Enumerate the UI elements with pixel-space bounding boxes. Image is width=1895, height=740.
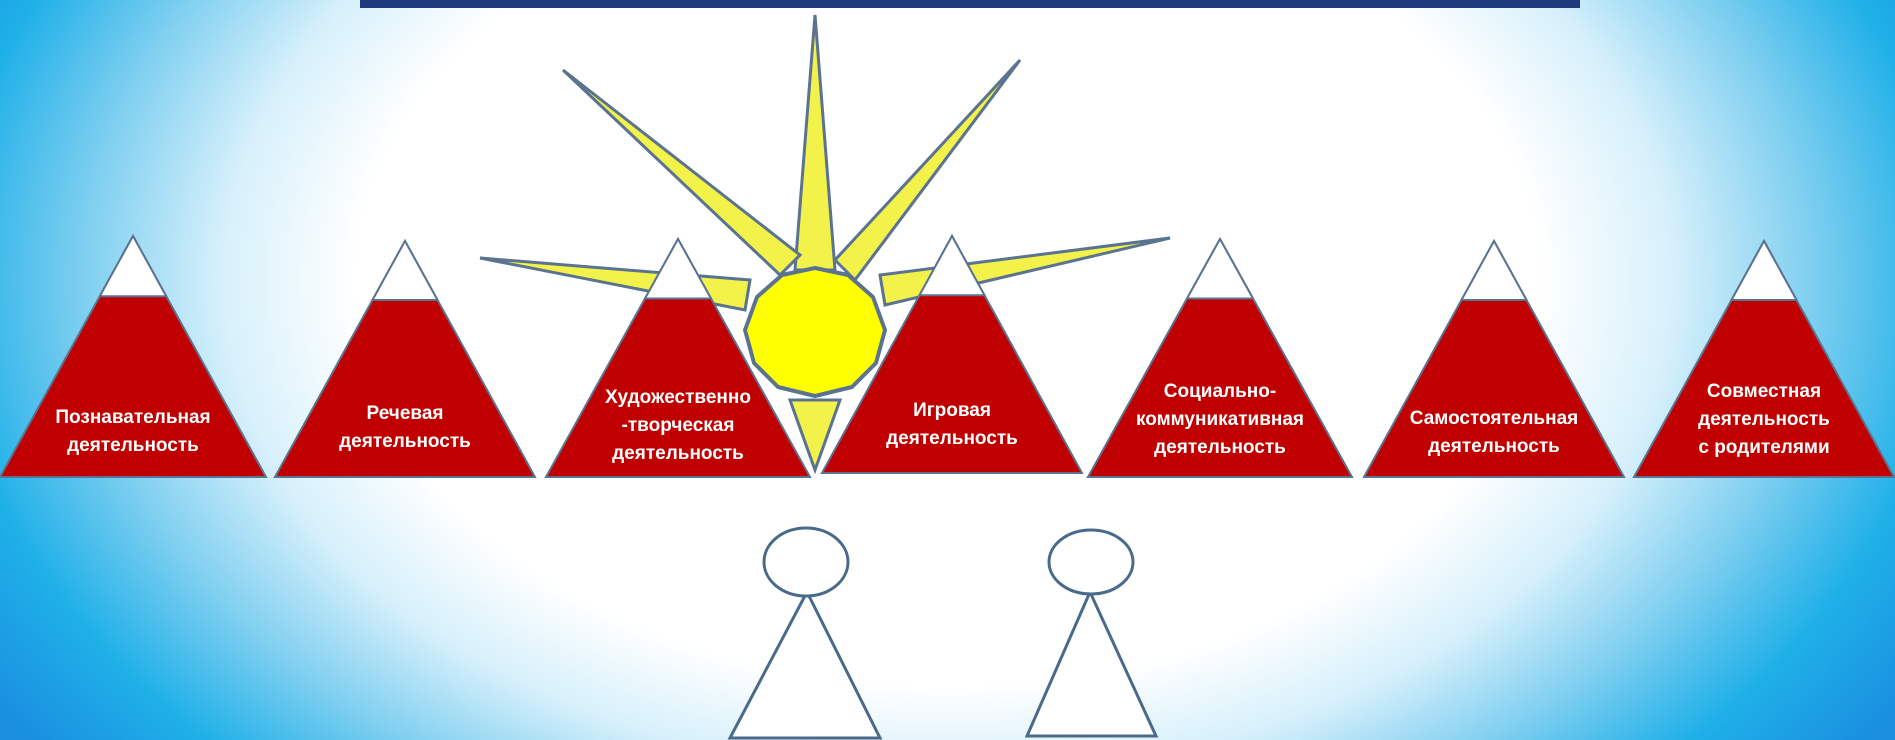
sun-icon — [479, 14, 1171, 475]
activity-peak — [1362, 238, 1626, 478]
peak-body — [0, 233, 268, 478]
person-right-body — [1024, 588, 1159, 738]
sun-ray-top — [793, 14, 837, 272]
peak-body — [1086, 236, 1354, 478]
activity-label: Художественно -творческая деятельность — [605, 387, 751, 464]
sun-ray-upper-right — [832, 58, 1022, 283]
cropped-title-fragment — [360, 0, 1580, 8]
activity-label: Самостоятельная деятельность — [1409, 408, 1579, 457]
person-left-head — [762, 526, 850, 598]
activity-peak — [1086, 236, 1354, 478]
activity-label: Совместная деятельность с родителями — [1698, 381, 1830, 458]
activity-label: Социально- коммуникативная деятельность — [1135, 381, 1305, 458]
activity-peak — [1632, 238, 1895, 478]
peak-body — [544, 236, 812, 478]
activity-label: Игровая деятельность — [886, 400, 1018, 449]
activity-peak — [544, 236, 812, 478]
person-right-head — [1047, 528, 1135, 596]
activity-peak — [0, 233, 268, 478]
peak-snow-cap — [1459, 238, 1529, 301]
peak-snow-cap — [98, 233, 168, 298]
peak-snow-cap — [917, 233, 987, 297]
peak-body — [1362, 238, 1626, 478]
peak-body — [820, 233, 1084, 474]
activity-peak — [820, 233, 1084, 474]
activity-label: Познавательная деятельность — [55, 407, 211, 456]
person-left-body — [727, 588, 883, 740]
sun-rays — [479, 14, 1171, 475]
peak-snow-cap — [643, 236, 713, 300]
person-figure-icon — [727, 526, 883, 740]
sun-ray-bottom — [787, 398, 843, 475]
activity-peaks — [0, 233, 1895, 478]
sun-ray-upper-left — [561, 68, 803, 278]
peak-body — [1632, 238, 1895, 478]
peak-snow-cap — [1185, 236, 1255, 300]
person-figure-icon — [1024, 528, 1159, 738]
activity-label: Речевая деятельность — [339, 403, 471, 452]
sun-disc — [743, 266, 887, 398]
activity-peak — [273, 238, 537, 478]
peak-snow-cap — [1729, 238, 1799, 301]
peak-snow-cap — [370, 238, 440, 301]
peak-body — [273, 238, 537, 478]
